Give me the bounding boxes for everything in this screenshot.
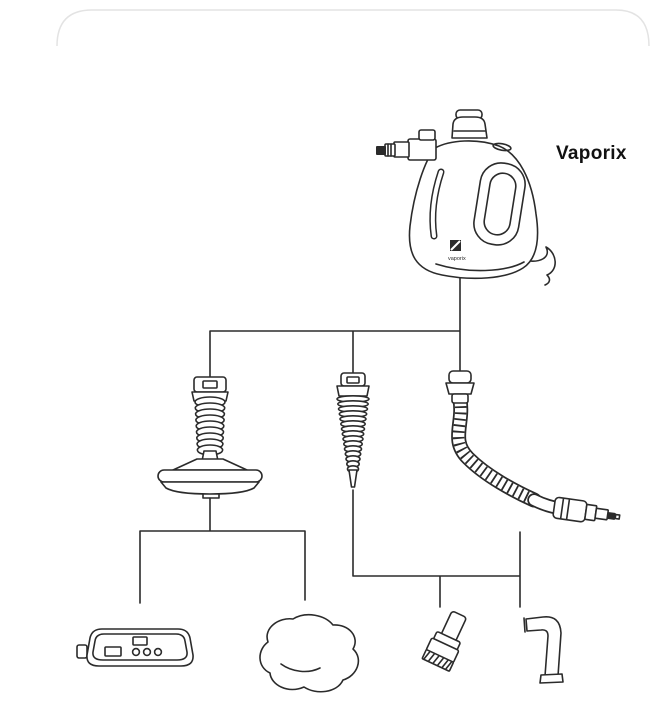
frame-border [56,9,650,47]
hose-connector [448,370,472,384]
hose-handle [552,496,621,523]
hose-ribbing [452,399,537,506]
nozzle-ribbed [384,143,396,157]
round-brush-illustration [421,610,467,672]
steam-cleaner-illustration: vaporix [376,109,556,286]
brush-bristles [423,651,453,670]
nozzle-clip [418,129,436,141]
connector-lines [139,277,521,608]
cleaning-cloth-illustration [259,613,360,693]
nozzle-base [407,138,437,161]
flexible-hose-illustration [445,370,621,523]
brand-label: Vaporix [556,143,627,164]
filler-cap [451,116,488,139]
squeegee-tool-illustration [76,628,194,667]
upholstery-tool-illustration [157,376,263,499]
nozzle-tip [376,146,386,155]
cone-nozzle-illustration [336,372,370,488]
power-cord [522,246,556,286]
vent-slit [492,142,512,152]
handle-outline [473,162,526,246]
nozzle-mid [393,141,410,158]
angled-nozzle-illustration [523,616,564,684]
water-window [430,170,443,238]
device-body [408,140,539,280]
handle-cutout [483,172,517,236]
device-logo-text: vaporix [448,256,466,262]
